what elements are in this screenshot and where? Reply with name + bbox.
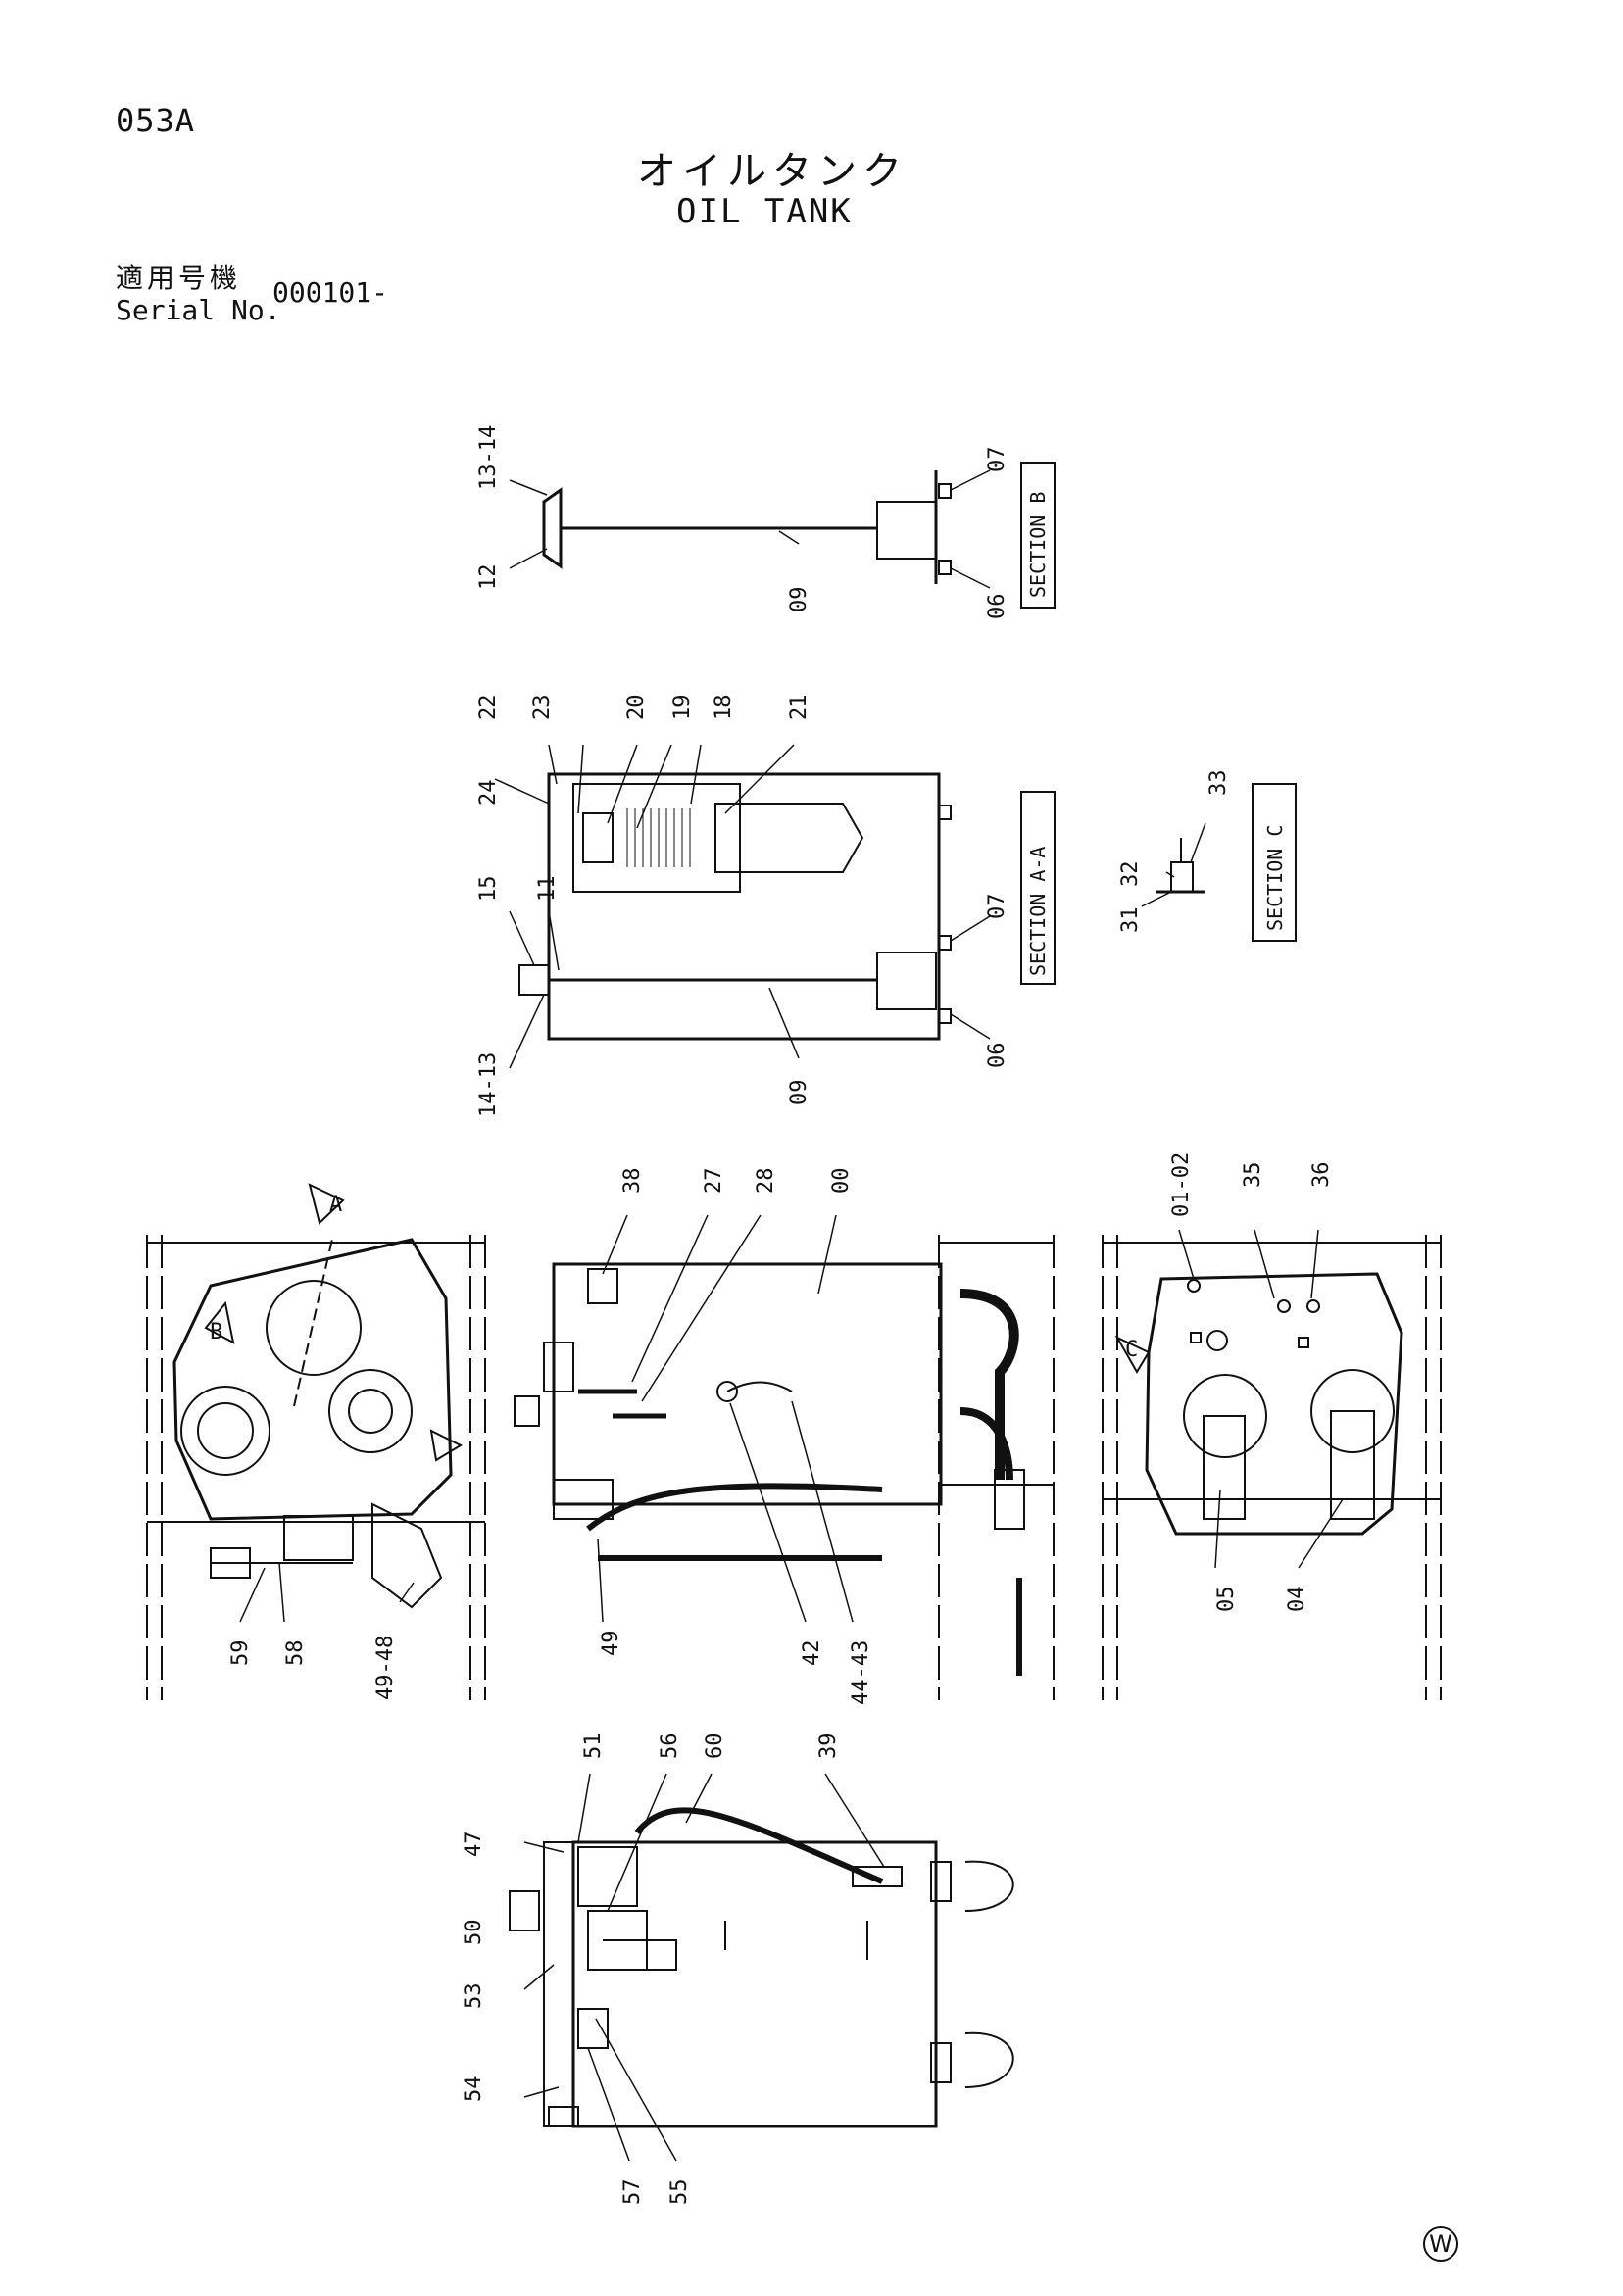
callout-24: 24: [476, 780, 501, 806]
callout-13-14: 13-14: [476, 425, 501, 490]
callout-57: 57: [620, 2179, 645, 2206]
callout-18: 18: [712, 695, 736, 721]
section-b-label: SECTION B: [1026, 492, 1050, 598]
callout-22: 22: [476, 695, 501, 721]
callout-60: 60: [703, 1734, 727, 1760]
serial-label-japanese: 適用号機: [116, 262, 242, 294]
callout-21: 21: [787, 695, 812, 721]
callout-32: 32: [1118, 861, 1143, 888]
view-arrow-a: [308, 1183, 345, 1225]
callout-58: 58: [283, 1640, 308, 1667]
callout-09-b: 09: [787, 587, 812, 613]
callout-31: 31: [1118, 907, 1143, 934]
watermark-logo: W: [1423, 2226, 1458, 2262]
callout-27: 27: [702, 1168, 726, 1195]
callout-54: 54: [462, 2076, 486, 2103]
callout-05: 05: [1214, 1587, 1239, 1613]
section-a-a-label-box: [1020, 791, 1056, 985]
callout-44-43: 44-43: [849, 1640, 873, 1705]
callout-06-b: 06: [985, 594, 1009, 620]
serial-number-value: 000101-: [272, 276, 389, 309]
callout-28: 28: [754, 1168, 778, 1195]
callout-53: 53: [462, 1983, 486, 2010]
callout-07-a: 07: [985, 894, 1009, 920]
callout-04: 04: [1285, 1587, 1309, 1613]
callout-33: 33: [1206, 770, 1231, 797]
tank-view-c: C 01-02 35 36 05 04: [1102, 1152, 1442, 1700]
title-japanese: オイルタンク: [637, 149, 908, 194]
callout-15: 15: [476, 876, 501, 903]
tank-top-view: A B 59 58 49-48: [146, 1183, 486, 1700]
callout-07-b: 07: [985, 447, 1009, 473]
section-b-view: SECTION B 13-14 12 09 07 06: [476, 425, 1056, 620]
view-marker-c: C: [1125, 1338, 1138, 1362]
section-c-label-box: [1252, 783, 1297, 942]
callout-50: 50: [462, 1920, 486, 1946]
callout-20: 20: [624, 695, 649, 721]
callout-12: 12: [476, 564, 501, 591]
callout-36: 36: [1309, 1162, 1334, 1189]
view-marker-b: B: [210, 1320, 222, 1344]
section-c-label: SECTION C: [1263, 825, 1287, 931]
callout-19: 19: [670, 695, 695, 721]
section-a-a-view: SECTION A-A 22 23 24 20 19 18 21 11 15 1…: [476, 695, 1056, 1117]
callout-14-13: 14-13: [476, 1052, 501, 1117]
callout-35: 35: [1241, 1162, 1265, 1189]
section-b-label-box: [1020, 462, 1056, 609]
callout-11: 11: [535, 876, 560, 903]
tank-side-view: 51 56 60 39 47 50 53 54 57 55: [462, 1734, 1014, 2206]
callout-51: 51: [581, 1734, 606, 1760]
section-a-a-label: SECTION A-A: [1026, 847, 1050, 976]
title-english: OIL TANK: [676, 192, 853, 231]
page-code: 053A: [116, 102, 196, 139]
callout-39: 39: [816, 1734, 841, 1760]
callout-55: 55: [667, 2179, 692, 2206]
callout-00: 00: [829, 1168, 854, 1195]
callout-42: 42: [800, 1640, 824, 1667]
callout-49-48: 49-48: [373, 1636, 398, 1700]
callout-56: 56: [658, 1734, 682, 1760]
serial-label-english: Serial No.: [116, 294, 281, 326]
callout-23: 23: [530, 695, 555, 721]
callout-49: 49: [599, 1631, 623, 1657]
view-marker-a: A: [329, 1193, 342, 1217]
callout-59: 59: [228, 1640, 253, 1667]
section-c-view: SECTION C 31 32 33: [1118, 770, 1297, 942]
tank-front-view: 38 27 28 00 49 42 44-43: [514, 1168, 1055, 1705]
callout-01-02: 01-02: [1169, 1152, 1194, 1217]
callout-09-a: 09: [787, 1080, 812, 1106]
callout-06-a: 06: [985, 1043, 1009, 1069]
callout-38: 38: [620, 1168, 645, 1195]
callout-47: 47: [462, 1832, 486, 1858]
